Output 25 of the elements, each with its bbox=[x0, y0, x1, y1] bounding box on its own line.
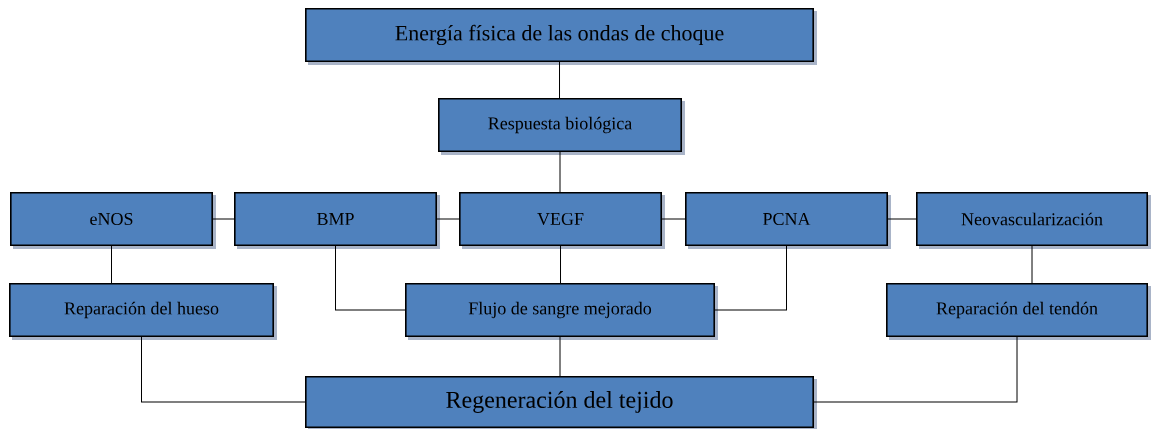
process-box: BMP bbox=[234, 192, 440, 249]
process-box: Respuesta biológica bbox=[438, 98, 685, 155]
process-box: Energía física de las ondas de choque bbox=[305, 8, 817, 65]
connector-line bbox=[887, 218, 917, 220]
process-box: Reparación del tendón bbox=[886, 283, 1151, 340]
connector-line bbox=[436, 218, 460, 220]
connector-line bbox=[661, 218, 686, 220]
process-box: Neovascularización bbox=[916, 192, 1151, 249]
process-box: PCNA bbox=[685, 192, 891, 249]
connector-line bbox=[813, 336, 1018, 403]
connector-line bbox=[714, 245, 787, 311]
process-box: VEGF bbox=[459, 192, 665, 249]
process-box: Regeneración del tejido bbox=[305, 376, 817, 429]
connector-line bbox=[212, 218, 235, 220]
process-box: Flujo de sangre mejorado bbox=[405, 283, 718, 340]
connector-line bbox=[559, 151, 561, 193]
connector-line bbox=[559, 336, 561, 377]
process-box: Reparación del hueso bbox=[9, 283, 277, 340]
connector-line bbox=[559, 61, 560, 99]
connector-line bbox=[335, 245, 406, 311]
connector-line bbox=[560, 245, 561, 284]
connector-line bbox=[111, 245, 112, 284]
connector-line bbox=[141, 336, 306, 403]
connector-line bbox=[1031, 245, 1033, 284]
process-box: eNOS bbox=[10, 192, 216, 249]
